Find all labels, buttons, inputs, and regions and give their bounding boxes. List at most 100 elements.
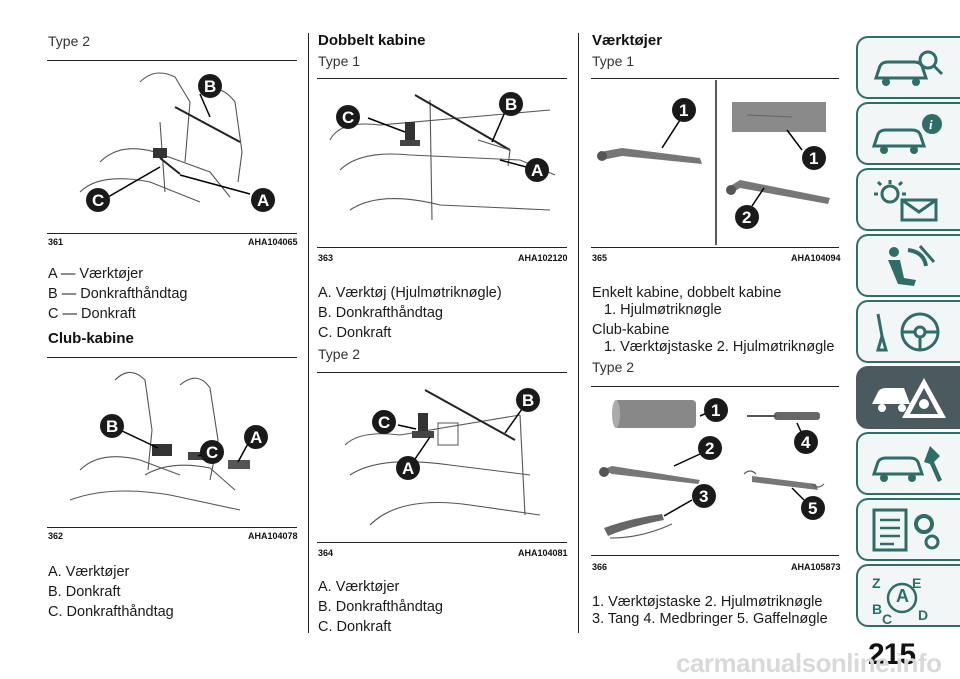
tab-car-info[interactable]: i: [856, 102, 960, 165]
divider: [591, 386, 839, 387]
svg-text:1: 1: [679, 101, 688, 120]
cab-type-line: Club-kabine: [592, 322, 670, 338]
type-2-label: Type 2: [48, 33, 91, 49]
list-c: C. Donkraft: [318, 325, 392, 341]
svg-text:A: A: [402, 459, 414, 478]
callout-4: 4: [794, 430, 818, 454]
svg-text:A: A: [896, 586, 909, 606]
tab-steering-wheel[interactable]: [856, 300, 960, 363]
item-line: 1. Værktøjstaske 2. Hjulmøtriknøgle: [592, 594, 823, 610]
list-c: C. Donkrafthåndtag: [48, 604, 174, 620]
figure-361: B C A: [60, 62, 290, 232]
callout-c: C: [336, 105, 360, 129]
svg-text:2: 2: [742, 208, 751, 227]
tab-airbag-seat[interactable]: [856, 234, 960, 297]
svg-text:i: i: [929, 117, 933, 132]
figure-number: 361: [48, 237, 64, 247]
column-divider: [308, 33, 309, 633]
figure-code: AHA102120: [518, 253, 568, 263]
callout-b: B: [516, 388, 540, 412]
car-maintenance-icon: [871, 446, 942, 482]
figure-number: 366: [592, 562, 608, 572]
figure-code: AHA104078: [248, 531, 298, 541]
figure-rule: [47, 233, 297, 234]
svg-text:C: C: [882, 611, 892, 627]
svg-text:B: B: [522, 391, 534, 410]
cab-type-line: Enkelt kabine, dobbelt kabine: [592, 285, 782, 301]
figure-number: 363: [318, 253, 334, 263]
callout-c: C: [372, 410, 396, 434]
callout-2: 2: [735, 205, 759, 229]
figure-366: 1 2 3 4 5: [592, 388, 838, 553]
svg-text:B: B: [505, 95, 517, 114]
tab-technical-data[interactable]: [856, 498, 960, 561]
legend-c: C — Donkraft: [48, 306, 136, 322]
vaerktojer-heading: Værktøjer: [592, 32, 663, 49]
club-kabine-heading: Club-kabine: [48, 330, 134, 347]
svg-text:4: 4: [801, 433, 811, 452]
figure-rule: [591, 247, 839, 248]
dobbelt-kabine-heading: Dobbelt kabine: [318, 32, 426, 49]
svg-text:3: 3: [699, 487, 708, 506]
svg-text:A: A: [250, 428, 262, 447]
callout-a: A: [525, 158, 549, 182]
index-icon: Z E B A C D: [872, 575, 928, 627]
svg-text:C: C: [92, 191, 104, 210]
list-a: A. Værktøjer: [318, 579, 400, 595]
callout-1: 1: [672, 98, 696, 122]
svg-text:C: C: [342, 108, 354, 127]
car-search-icon: [873, 50, 944, 86]
breakdown-icon: [872, 378, 946, 418]
type-2-label: Type 2: [318, 346, 361, 362]
figure-rule: [317, 247, 567, 248]
page-number: 215: [868, 638, 916, 671]
tab-breakdown[interactable]: [856, 366, 960, 429]
callout-a: A: [251, 188, 275, 212]
callout-2: 2: [698, 436, 722, 460]
callout-b: B: [499, 92, 523, 116]
divider: [317, 78, 567, 79]
svg-text:B: B: [872, 601, 882, 617]
callout-a: A: [396, 456, 420, 480]
svg-text:2: 2: [705, 439, 714, 458]
divider: [591, 78, 839, 79]
list-b: B. Donkrafthåndtag: [318, 599, 443, 615]
svg-text:B: B: [204, 77, 216, 96]
divider: [317, 372, 567, 373]
figure-362: B C A: [60, 360, 290, 525]
type-1-label: Type 1: [592, 53, 635, 69]
steering-wheel-icon: [876, 312, 940, 352]
legend-b: B — Donkrafthåndtag: [48, 286, 188, 302]
callout-3: 3: [692, 484, 716, 508]
tab-car-maintenance[interactable]: [856, 432, 960, 495]
svg-text:D: D: [918, 607, 928, 623]
technical-data-icon: [872, 508, 940, 552]
item-line: 1. Hjulmøtriknøgle: [604, 302, 722, 318]
callout-c: C: [86, 188, 110, 212]
callout-1: 1: [802, 146, 826, 170]
figure-rule: [317, 542, 567, 543]
list-b: B. Donkrafthåndtag: [318, 305, 443, 321]
callout-5: 5: [801, 496, 825, 520]
svg-text:1: 1: [711, 401, 720, 420]
tab-warning-lights[interactable]: [856, 168, 960, 231]
tab-index[interactable]: Z E B A C D: [856, 564, 960, 627]
type-2-label: Type 2: [592, 359, 635, 375]
svg-text:A: A: [531, 161, 543, 180]
callout-c: C: [200, 440, 224, 464]
figure-code: AHA104065: [248, 237, 298, 247]
divider: [47, 357, 297, 358]
svg-text:B: B: [106, 417, 118, 436]
column-divider: [578, 33, 579, 633]
list-b: B. Donkraft: [48, 584, 121, 600]
airbag-seat-icon: [888, 245, 936, 286]
car-info-icon: i: [871, 114, 942, 154]
watermark: carmanualsonline.info: [676, 648, 942, 678]
callout-b: B: [100, 414, 124, 438]
figure-rule: [591, 555, 839, 556]
list-c: C. Donkraft: [318, 619, 392, 635]
callout-b: B: [198, 74, 222, 98]
tab-car-search[interactable]: [856, 36, 960, 99]
item-line: 1. Værktøjstaske 2. Hjulmøtriknøgle: [604, 339, 835, 355]
item-line: 3. Tang 4. Medbringer 5. Gaffelnøgle: [592, 611, 828, 627]
